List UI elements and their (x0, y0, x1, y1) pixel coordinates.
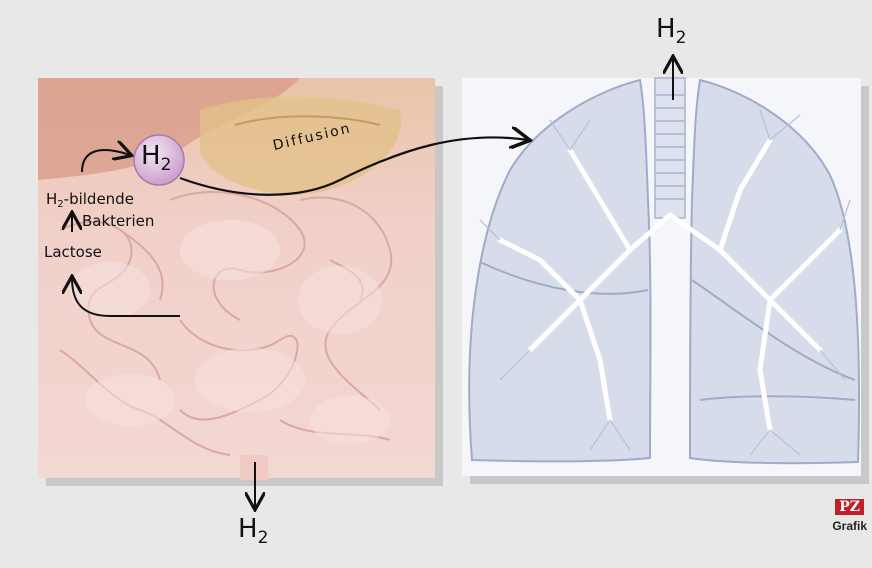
h2-exhaled-label: H2 (656, 16, 686, 51)
lung-illustration (462, 78, 861, 476)
h2-excreted-label: H2 (238, 516, 268, 551)
intestine-illustration (38, 78, 435, 480)
bacteria-label-line2: Bakterien (82, 212, 154, 230)
h2-bubble-label: H2 (141, 143, 171, 178)
bacteria-label-line1: H2-bildende (46, 190, 134, 210)
pz-logo: PZ Grafik (832, 496, 867, 534)
pz-brand: PZ (835, 499, 864, 515)
pz-subtitle: Grafik (832, 519, 867, 533)
lactose-label: Lactose (44, 243, 102, 261)
